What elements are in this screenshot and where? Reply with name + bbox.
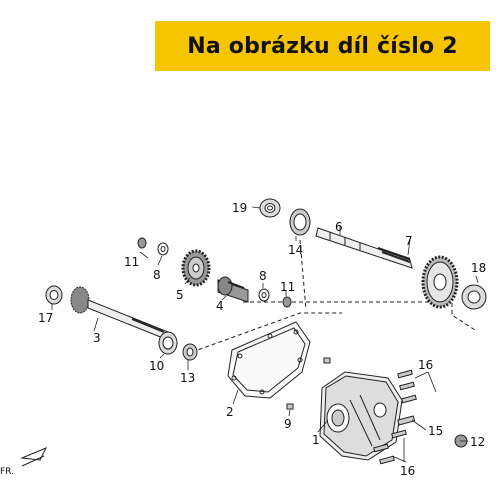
seal-13 — [182, 343, 198, 361]
seal-14 — [289, 208, 311, 236]
part-label-9: 9 — [284, 417, 292, 431]
washer-8-lower — [258, 288, 270, 302]
bushing-11-lower — [282, 296, 292, 308]
part-label-11: 11 — [124, 255, 139, 269]
part-label-5: 5 — [176, 288, 184, 302]
gasket-2 — [227, 321, 311, 399]
shaft-6 — [315, 227, 413, 269]
bolt-16-upper — [397, 369, 417, 404]
transmission-cover-1 — [319, 371, 403, 461]
part-label-16: 16 — [418, 358, 433, 372]
part-label-18: 18 — [471, 261, 486, 275]
shaft-3 — [70, 286, 169, 341]
bearing-19 — [259, 198, 281, 218]
direction-label: FR. — [0, 467, 14, 477]
bolt-15 — [397, 415, 416, 426]
bolt-16-lower — [373, 429, 407, 465]
part-label-13: 13 — [180, 371, 195, 385]
bearing-18 — [461, 284, 487, 310]
part-label-3: 3 — [93, 331, 101, 345]
part-label-6: 6 — [335, 220, 343, 234]
part-label-19: 19 — [232, 201, 247, 215]
part-label-11b: 11 — [280, 280, 295, 294]
assembly-frame-line — [191, 312, 342, 353]
part-label-12: 12 — [470, 435, 485, 449]
gear-7 — [421, 255, 459, 309]
front-direction-arrow-icon — [20, 447, 48, 467]
bearing-10 — [158, 331, 178, 355]
part-label-8: 8 — [153, 268, 161, 282]
part-label-16b: 16 — [400, 464, 415, 478]
part-label-17: 17 — [38, 311, 53, 325]
washer-8-upper — [157, 242, 169, 256]
part-label-4: 4 — [216, 299, 224, 313]
part-number-banner: Na obrázku díl číslo 2 — [155, 21, 490, 71]
part-label-8b: 8 — [259, 269, 267, 283]
bearing-17 — [45, 285, 63, 305]
shaft-gear-4 — [217, 276, 249, 303]
assembly-frame-line — [299, 239, 307, 311]
part-label-14: 14 — [288, 243, 303, 257]
bushing-11-upper — [137, 237, 147, 249]
gear-5 — [181, 249, 211, 287]
leader-lines — [51, 206, 479, 463]
banner-text: Na obrázku díl číslo 2 — [187, 33, 458, 59]
dowel-pin-9 — [286, 357, 331, 410]
part-label-7: 7 — [405, 234, 413, 248]
part-label-15: 15 — [428, 424, 443, 438]
part-label-1: 1 — [312, 433, 320, 447]
part-label-2: 2 — [226, 405, 234, 419]
part-label-10: 10 — [149, 359, 164, 373]
